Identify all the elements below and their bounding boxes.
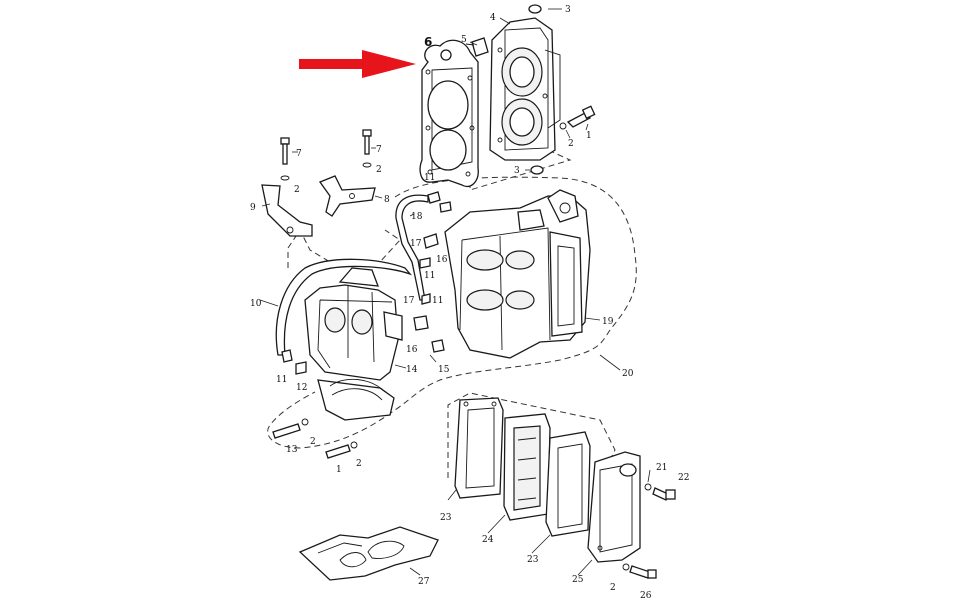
part-carburetor-14 — [304, 267, 403, 381]
label-19: 19 — [602, 317, 614, 327]
dashed-outline-cover — [447, 392, 616, 478]
label-7-right: 7 — [376, 145, 382, 155]
part-reed-valve-24 — [503, 413, 551, 521]
label-15: 15 — [438, 365, 450, 375]
label-23-front: 23 — [527, 555, 539, 565]
label-14: 14 — [406, 365, 418, 375]
part-bracket-8 — [318, 175, 376, 217]
label-11-top: 11 — [424, 173, 435, 183]
part-bolt-22 — [644, 483, 676, 501]
part-oring-top — [528, 4, 542, 14]
label-1-carb: 1 — [336, 465, 342, 475]
part-bracket-9 — [261, 184, 313, 237]
dashed-outline-crankcase — [267, 176, 637, 449]
label-16-bottom: 16 — [406, 345, 418, 355]
label-11-left: 11 — [276, 375, 287, 385]
label-22: 22 — [678, 473, 689, 483]
label-24: 24 — [482, 535, 494, 545]
label-17-b: 17 — [403, 296, 415, 306]
label-12: 12 — [296, 383, 307, 393]
highlight-label-6: 6 — [424, 35, 432, 49]
label-17: 17 — [410, 239, 422, 249]
part-oring-bottom — [530, 165, 544, 175]
label-2-carb-b: 2 — [356, 459, 362, 469]
part-reed-gasket-23b — [545, 431, 591, 537]
label-1-head: 1 — [586, 131, 592, 141]
label-2-left: 2 — [294, 185, 300, 195]
dashed-outline-bracket — [287, 229, 401, 268]
red-arrow-icon — [299, 50, 416, 78]
label-20: 20 — [622, 369, 634, 379]
part-fitting-5 — [465, 37, 489, 57]
label-26: 26 — [640, 591, 652, 600]
label-3-bottom: 3 — [514, 166, 520, 176]
label-7-left: 7 — [296, 149, 302, 159]
label-2-cover: 2 — [610, 583, 616, 593]
part-cover-25 — [587, 451, 641, 563]
part-head-bolt — [559, 105, 596, 130]
label-16-top: 16 — [436, 255, 448, 265]
label-18: 18 — [411, 212, 423, 222]
part-crankcase-19 — [444, 189, 591, 359]
label-11-mid: 11 — [424, 271, 435, 281]
part-hose-10 — [275, 258, 413, 356]
part-cylinder-head — [489, 17, 561, 161]
label-3-top: 3 — [565, 5, 571, 15]
label-9: 9 — [250, 203, 256, 213]
label-23-back: 23 — [440, 513, 452, 523]
leader-lines — [259, 8, 651, 576]
label-13: 13 — [286, 445, 298, 455]
label-5: 5 — [461, 35, 467, 45]
label-2-carb: 2 — [310, 437, 316, 447]
part-base-gasket-27 — [298, 526, 439, 581]
label-8: 8 — [384, 195, 390, 205]
part-bolt-7-right — [362, 129, 372, 168]
label-21: 21 — [656, 463, 667, 473]
label-27: 27 — [418, 577, 430, 587]
part-bolt-7-left — [280, 137, 290, 181]
part-bolt-26 — [622, 563, 657, 579]
part-reed-gasket-23a — [454, 397, 504, 499]
label-2-head: 2 — [568, 139, 574, 149]
part-fittings — [272, 191, 452, 459]
label-2-right: 2 — [376, 165, 382, 175]
part-intake-plate — [317, 378, 395, 421]
label-11-right: 11 — [432, 296, 443, 306]
part-head-gasket — [419, 39, 479, 188]
label-25: 25 — [572, 575, 584, 585]
label-4: 4 — [490, 13, 496, 23]
label-10: 10 — [250, 299, 262, 309]
part-number-labels: 6 3 4 5 1 2 3 7 2 7 2 9 8 11 18 17 16 11… — [250, 5, 689, 600]
